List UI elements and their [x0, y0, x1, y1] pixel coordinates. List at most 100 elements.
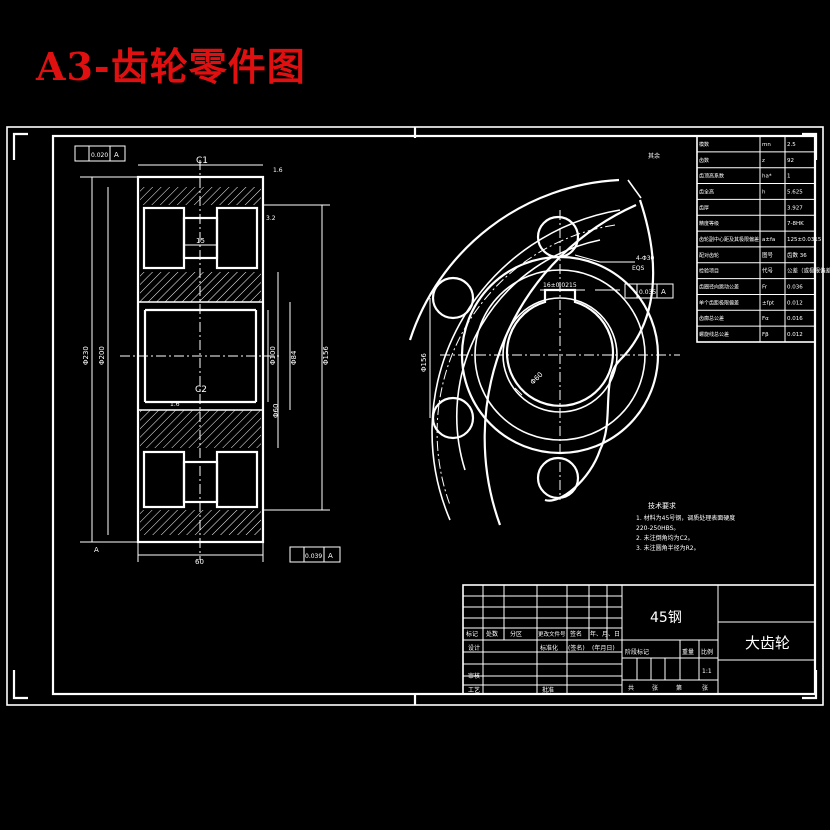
param-symbol: 代号 [762, 267, 774, 275]
param-value: 125±0.0315 [787, 237, 822, 243]
tb-standardize: 标准化 [540, 644, 558, 652]
param-value: 公差（或极限偏差）值 [787, 267, 830, 275]
tb-design: 设计 [468, 644, 480, 652]
tb-sheet-total: 共 [628, 684, 634, 692]
param-name: 齿廓总公差 [699, 315, 724, 322]
tb-weight: 重量 [682, 648, 694, 656]
svg-text:A: A [114, 151, 119, 159]
title-block: 标记 处数 分区 更改文件号 签名 年、月、日 设计 标准化 (签名) (年月日… [462, 584, 816, 695]
tb-review: 审核 [468, 672, 480, 680]
tb-label-count: 处数 [486, 630, 498, 638]
dim-d84: Φ84 [290, 350, 298, 365]
param-value: 0.012 [787, 332, 803, 338]
param-name: 齿厚 [699, 205, 709, 211]
param-name: 齿数 [699, 157, 709, 164]
keyway-dim: 16±0.0215 [543, 282, 577, 289]
tb-label-zone: 分区 [510, 630, 522, 638]
dim-d230: Φ230 [82, 346, 90, 365]
dim-d100: Φ100 [269, 346, 277, 365]
svg-text:0.039: 0.039 [305, 553, 322, 560]
param-value: 齿数 36 [787, 251, 807, 259]
tech-item-4: 3. 未注圆角半径为R2。 [636, 544, 700, 552]
page-title: A3-齿轮零件图 [36, 44, 306, 89]
svg-text:0.035: 0.035 [639, 289, 656, 296]
dim-d156: Φ156 [322, 346, 330, 365]
tb-approve: 批准 [542, 686, 554, 694]
tb-sign: (签名) [568, 644, 585, 652]
param-name: 齿轮副中心距及其极限偏差 [699, 236, 759, 243]
dim-d200: Φ200 [98, 346, 106, 365]
section-view: Φ230 Φ200 Φ100 Φ84 Φ60 Φ156 C1 C2 60 15 … [74, 145, 341, 566]
param-name: 检验项目 [699, 268, 719, 275]
param-symbol: a±fa [762, 237, 775, 243]
tb-label-date: 年、月、日 [590, 630, 620, 638]
param-symbol: z [762, 158, 765, 164]
front-view: 4-Φ30 EQS 16±0.0215 Φ60 Φ156 其余 0.035 A [408, 152, 680, 526]
tb-process: 工艺 [468, 686, 480, 694]
tech-heading: 技术要求 [648, 501, 676, 510]
rough-2: 3.2 [266, 215, 276, 222]
tech-item-3: 2. 未注倒角均为C2。 [636, 534, 694, 542]
sheet-border [6, 126, 824, 706]
chamfer-c1: C1 [196, 156, 208, 166]
tb-part-name: 大齿轮 [745, 634, 790, 652]
param-name: 螺旋线总公差 [699, 331, 729, 338]
param-symbol: mn [762, 142, 771, 148]
dim-d60: Φ60 [272, 404, 280, 418]
tb-scale: 1:1 [702, 668, 712, 675]
svg-text:0.020: 0.020 [91, 152, 108, 159]
tb-sheet-no: 第 [676, 684, 682, 692]
param-value: 0.036 [787, 285, 803, 291]
param-name: 齿圈径向跳动公差 [699, 284, 739, 291]
param-name: 精度等级 [699, 220, 719, 227]
centering-marks [12, 127, 818, 705]
svg-text:A: A [661, 288, 666, 296]
param-name: 模数 [699, 141, 709, 148]
param-value: 92 [787, 158, 794, 164]
param-name: 齿全高 [699, 188, 714, 195]
param-value: 7-8HK [787, 221, 804, 227]
param-value: 0.016 [787, 316, 803, 322]
tb-label-mark: 标记 [466, 630, 478, 638]
dim-hub: 15 [196, 237, 205, 245]
param-symbol: Fβ [762, 332, 769, 338]
tb-sheet-unit2: 张 [702, 684, 708, 692]
tb-ratio: 比例 [701, 648, 713, 656]
tb-stage: 阶段标记 [625, 648, 649, 656]
rough-note: 其余 [648, 152, 660, 160]
dim-width: 60 [195, 558, 204, 566]
param-symbol: Fα [762, 316, 769, 322]
param-value: 5.625 [787, 189, 803, 195]
svg-text:A: A [328, 552, 333, 560]
tech-item-2: 220-250HBS。 [636, 525, 679, 532]
param-name: 配对齿轮 [699, 252, 719, 259]
tolerance-frame-front: 0.035 A [624, 283, 674, 299]
param-value: 1 [787, 174, 791, 180]
rough-3: 1.6 [170, 401, 180, 408]
hole-eqs: EQS [632, 265, 645, 272]
param-symbol: 图号 [762, 251, 774, 259]
param-name: 单个齿距极限偏差 [699, 299, 739, 306]
tb-material: 45钢 [650, 610, 682, 626]
hole-note: 4-Φ30 [636, 255, 655, 262]
param-symbol: ±fpt [762, 300, 775, 306]
datum-label: A [94, 546, 99, 554]
param-value: 2.5 [787, 142, 796, 148]
tolerance-frame-top: 0.020 A [74, 145, 126, 162]
tb-label-sign: 签名 [570, 630, 582, 638]
tb-sheet-unit1: 张 [652, 684, 658, 692]
pcd-dim: Φ156 [420, 353, 428, 372]
technical-requirements: 技术要求 1. 材料为45号钢，调质处理表面硬度 220-250HBS。 2. … [636, 501, 735, 552]
chamfer-c2: C2 [195, 385, 207, 395]
param-value: 3.927 [787, 205, 803, 211]
tb-date: (年月日) [592, 644, 615, 652]
rough-1: 1.6 [273, 167, 283, 174]
param-symbol: ha* [762, 174, 772, 180]
drawing-frame [51, 134, 817, 696]
param-value: 0.012 [787, 300, 803, 306]
param-symbol: h [762, 189, 766, 195]
tech-item-1: 1. 材料为45号钢，调质处理表面硬度 [636, 514, 735, 522]
